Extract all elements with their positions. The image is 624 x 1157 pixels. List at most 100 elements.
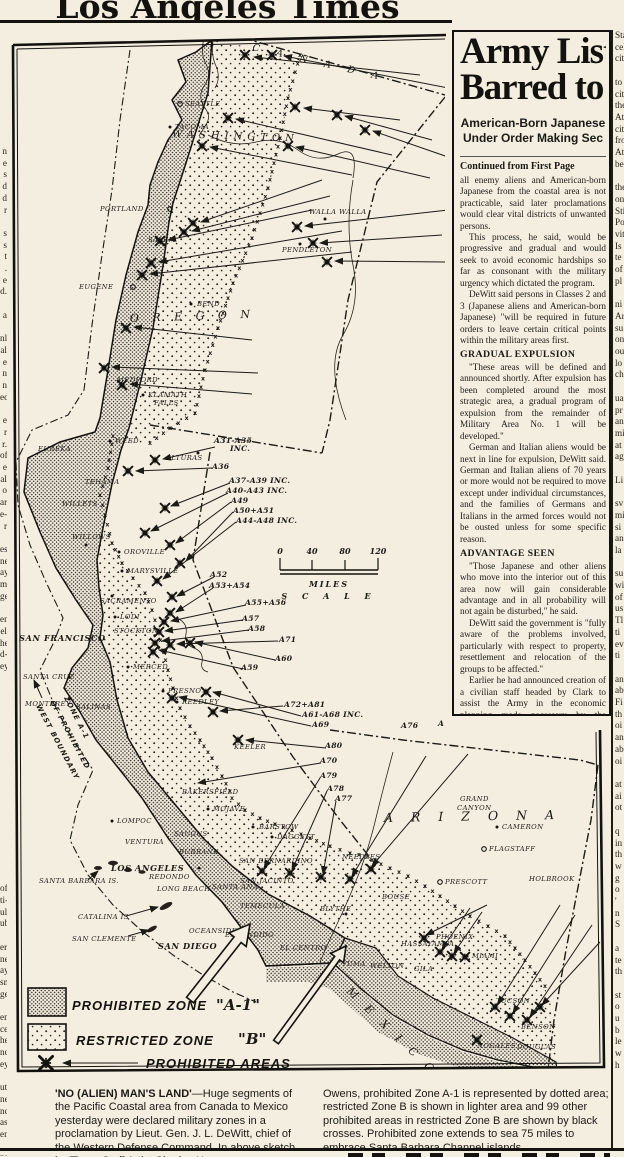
pointer-arrow [135,467,213,475]
boundary-cross: x [308,835,312,842]
city-label: GRAND [460,795,489,803]
prohibited-area-marker [284,867,296,879]
prohibited-area-marker [164,607,176,619]
boundary-cross: x [185,415,189,422]
city-label: PORTLAND [99,205,144,213]
pointer-arrow [319,234,443,246]
legend-swatch-zone-b [27,1023,67,1051]
city-circle [481,846,487,852]
boundary-cross: x [296,61,300,68]
pointer-arrow [344,114,433,141]
boundary-cross: x [286,95,290,102]
boundary-cross: x [221,310,225,317]
boundary-cross: x [101,483,105,490]
city-dot [197,866,201,870]
boundary-cross: x [528,964,532,971]
map-svg: xxxxxxxxxxxxxxxxxxxxxxxxxxxxxxxxxxxxxxxx… [11,33,606,1073]
prohibited-area-marker [196,140,208,152]
boundary-cross: x [477,918,481,925]
boundary-cross: x [286,95,290,102]
prohibited-area-marker [153,626,165,638]
city-label: SAUGUS [174,830,208,838]
boundary-cross: x [220,773,224,780]
city-dot [110,594,114,598]
city-label: SANTA ANA [212,883,258,891]
prohibited-area-marker [154,235,166,247]
city-dot [120,569,124,573]
prohibited-area-marker [239,49,251,61]
article-paragraph: "Those Japanese and other aliens who mov… [460,560,606,617]
boundary-cross: x [198,737,202,744]
pointer-arrow [162,521,237,580]
boundary-cross: x [171,685,175,692]
pointer-arrow [304,209,449,229]
area-code-label: A61-A68 INC. [301,710,363,719]
boundary-cross: x [164,657,168,664]
article-paragraph: German and Italian aliens would be next … [460,442,606,544]
headline-line1: Army Lists [460,34,606,71]
area-code-label: A58 [247,624,266,633]
boundary-cross: x [533,970,537,977]
city-dot [161,689,165,693]
continued-from-first-page: Continued from First Page [460,155,606,172]
city-label: LONG BEACH [156,885,211,893]
boundary-cross: x [293,69,297,76]
boundary-cross: x [274,152,278,159]
boundary-cross: x [231,280,235,287]
boundary-cross: x [107,457,111,464]
city-dot [323,217,327,221]
pointer-arrow [334,257,453,265]
area-code-label: A69 [311,720,330,729]
prohibited-area-marker [151,575,163,587]
boundary-cross: x [241,258,245,265]
pointer-arrow [129,381,253,395]
article-paragraph: "These areas will be defined and announc… [460,361,606,441]
pointer-arrow [125,905,159,917]
boundary-cross: x [486,923,490,930]
boundary-cross: x [268,177,272,184]
boundary-cross: x [195,401,199,408]
city-label: HASSAYAMPA [400,940,454,948]
boundary-cross: x [168,425,172,432]
article-paragraph: Earlier he had announced creation of a c… [460,675,606,716]
area-code-label: A76 [400,721,419,730]
prohibited-area-marker [149,454,161,466]
pointer-arrow [425,904,488,936]
boundary-cross: x [224,303,228,310]
pointer-arrow [497,904,561,1005]
boundary-cross: x [193,730,197,737]
boundary-cross: x [263,193,267,200]
city-label: MONTEREY [24,700,72,708]
boundary-cross: x [215,764,219,771]
pointer-arrow [441,907,471,950]
right-column-fragments: Sta cel cit to cit the At cit fro At be … [611,30,624,1150]
caption-right: Owens, prohibited Zone A-1 is represente… [323,1088,609,1154]
pointer-arrow [263,777,321,869]
pointer-arrow [158,230,343,265]
boundary-cross: x [321,840,325,847]
prohibited-area-marker [434,946,446,958]
boundary-cross: x [153,617,157,624]
boundary-cross: x [234,273,238,280]
prohibited-area-marker [459,951,471,963]
area-code-label: A59 [240,663,259,672]
city-label: CATALINA IS [78,913,129,921]
boundary-cross: x [110,540,114,547]
pointer-arrow [176,576,215,597]
boundary-cross: x [103,474,107,481]
prohibited-area-marker [207,706,219,718]
boundary-cross: x [273,821,277,828]
boundary-cross: x [266,185,270,192]
prohibited-area-marker [321,256,333,268]
boundary-cross: x [244,250,248,257]
city-dot [67,675,71,679]
boundary-cross: x [237,801,241,808]
boundary-cross: x [131,575,135,582]
pointer-arrow [164,619,244,634]
area-code-label: A53+A54 [208,581,250,590]
boundary-cross: x [348,850,352,857]
prohibited-area-marker [504,1010,516,1022]
boundary-cross: x [438,893,442,900]
prohibited-area-marker [521,1014,533,1026]
puget-sound [198,37,219,137]
